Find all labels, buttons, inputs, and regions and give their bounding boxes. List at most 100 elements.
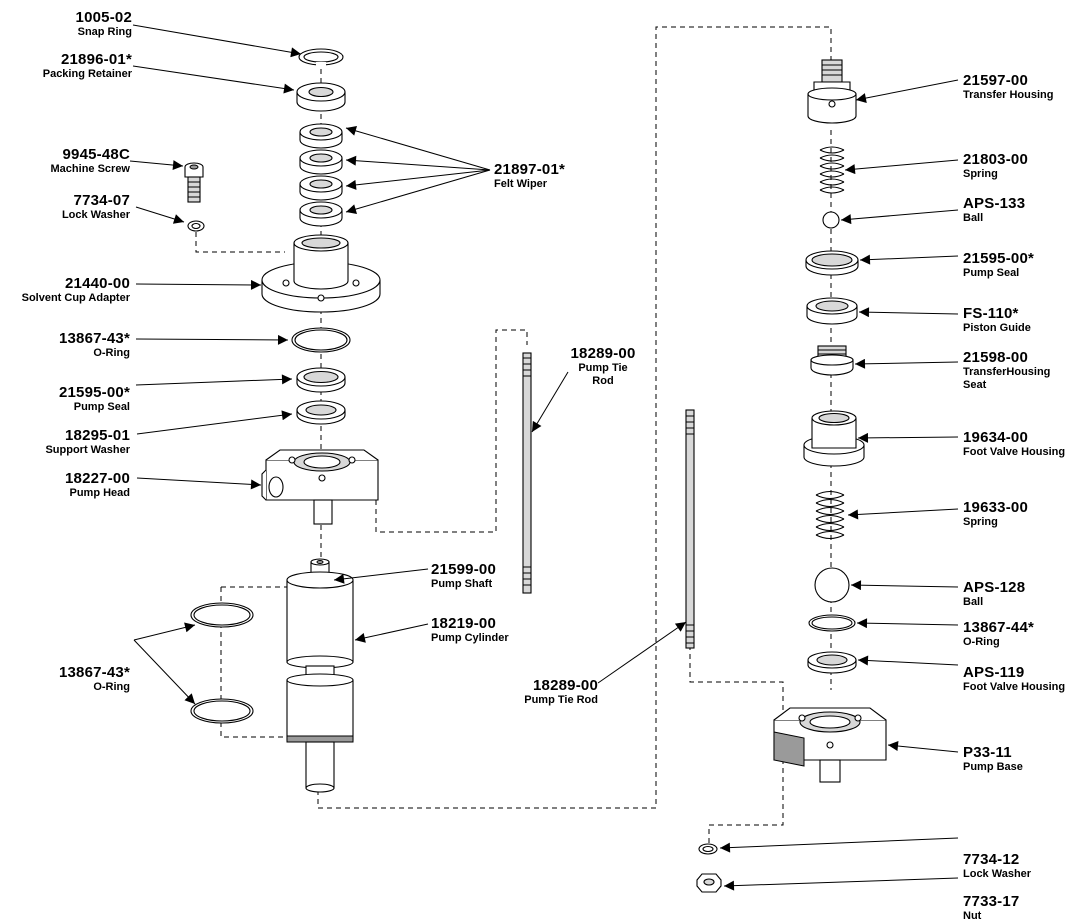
lock-washer-left-part <box>187 220 205 232</box>
label-ball-large: APS-128 Ball <box>963 580 1025 608</box>
part-number: 18219-00 <box>431 615 496 632</box>
part-number: 18289-00 <box>533 677 598 694</box>
part-number: 7734-12 <box>963 851 1020 868</box>
lock-washer-right-part <box>698 843 718 855</box>
part-number: APS-133 <box>963 195 1026 212</box>
label-solvent-cup-adapter: 21440-00 Solvent Cup Adapter <box>22 276 130 304</box>
part-name: Support Washer <box>45 444 130 456</box>
part-number: 21897-01* <box>494 161 566 178</box>
part-name: Pump Base <box>963 761 1023 773</box>
spring-lower-part <box>815 491 845 539</box>
part-name: Felt Wiper <box>494 178 548 190</box>
part-name: Nut <box>963 910 982 922</box>
part-number: 21896-01* <box>60 51 132 68</box>
part-number: 21595-00* <box>963 250 1035 267</box>
part-number: 18227-00 <box>65 470 130 487</box>
piston-guide-part <box>806 297 858 325</box>
pump-base-part <box>773 707 887 783</box>
packing-retainer-part <box>296 82 346 112</box>
pump-seal-left-part <box>296 367 346 393</box>
pump-cylinder-part <box>286 558 354 793</box>
spring-upper-part <box>819 146 845 194</box>
part-number: 21597-00 <box>963 72 1028 89</box>
part-number: 18295-01 <box>65 427 130 444</box>
label-lock-washer-left: 7734-07 Lock Washer <box>62 193 130 221</box>
part-name: Machine Screw <box>50 163 130 175</box>
label-transfer-housing: 21597-00 Transfer Housing <box>963 73 1053 101</box>
part-name: Foot Valve Housing <box>963 681 1066 693</box>
part-name: Ball <box>963 596 984 608</box>
foot-valve-housing-1-part <box>803 410 865 467</box>
part-number: 1005-02 <box>75 9 132 26</box>
tie-rod-upper-part <box>522 352 532 594</box>
solvent-cup-adapter-part <box>261 234 381 313</box>
leader-lines <box>129 24 959 891</box>
part-name: Spring <box>963 516 998 528</box>
part-number: 13867-43* <box>58 330 130 347</box>
part-number: APS-119 <box>963 664 1025 681</box>
part-name: Packing Retainer <box>42 68 132 80</box>
o-ring-lower-parts <box>190 602 254 724</box>
label-pump-seal-left: 21595-00* Pump Seal <box>59 385 130 413</box>
label-machine-screw: 9945-48C Machine Screw <box>51 147 130 175</box>
part-number: 7734-07 <box>73 192 130 209</box>
part-name: Pump Seal <box>963 267 1020 279</box>
felt-wiper-parts <box>299 123 343 227</box>
label-support-washer: 18295-01 Support Washer <box>45 428 130 456</box>
label-pump-tie-rod-lower: 18289-00 Pump Tie Rod <box>524 678 598 706</box>
label-o-ring-lower: 13867-43* O-Ring <box>59 665 130 693</box>
part-name: Pump Tie <box>578 362 628 374</box>
pump-head-part <box>261 449 379 525</box>
part-name: TransferHousing <box>963 366 1051 378</box>
label-nut: 7733-17 Nut <box>963 894 1019 922</box>
nut-part <box>696 873 722 893</box>
label-pump-head: 18227-00 Pump Head <box>65 471 130 499</box>
snap-ring-part <box>298 48 344 66</box>
part-name: Spring <box>963 168 998 180</box>
label-snap-ring: 1005-02 Snap Ring <box>76 10 132 38</box>
part-number: 21599-00 <box>431 561 496 578</box>
transfer-housing-part <box>807 59 857 124</box>
label-o-ring-upper: 13867-43* O-Ring <box>59 331 130 359</box>
part-number: 13867-43* <box>58 664 130 681</box>
part-name: Snap Ring <box>77 26 132 38</box>
part-name: O-Ring <box>93 681 130 693</box>
ball-large-part <box>814 567 850 603</box>
part-name-line2: Seat <box>963 379 987 391</box>
part-name: Piston Guide <box>963 322 1031 334</box>
o-ring-upper-part <box>291 327 351 353</box>
part-name: Pump Tie Rod <box>524 694 598 706</box>
foot-valve-housing-2-part <box>807 651 857 674</box>
label-spring-lower: 19633-00 Spring <box>963 500 1028 528</box>
part-number: 21595-00* <box>58 384 130 401</box>
part-name: Ball <box>963 212 984 224</box>
label-ball-small: APS-133 Ball <box>963 196 1025 224</box>
label-foot-valve-housing-2: APS-119 Foot Valve Housing <box>963 665 1065 693</box>
part-number: 21440-00 <box>65 275 130 292</box>
label-foot-valve-housing-1: 19634-00 Foot Valve Housing <box>963 430 1065 458</box>
label-transfer-housing-seat: 21598-00 TransferHousing Seat <box>963 350 1050 391</box>
part-number: APS-128 <box>963 579 1026 596</box>
part-name: Pump Shaft <box>431 578 493 590</box>
label-pump-tie-rod-upper: 18289-00 Pump Tie Rod <box>566 346 640 387</box>
label-pump-cylinder: 18219-00 Pump Cylinder <box>431 616 509 644</box>
part-number: FS-110* <box>963 305 1019 322</box>
o-ring-right-part <box>808 614 856 632</box>
part-number: P33-11 <box>963 744 1012 761</box>
part-name: Pump Seal <box>73 401 130 413</box>
support-washer-part <box>296 400 346 425</box>
ball-small-part <box>822 211 840 229</box>
part-number: 21598-00 <box>963 349 1028 366</box>
part-name: O-Ring <box>93 347 130 359</box>
label-packing-retainer: 21896-01* Packing Retainer <box>43 52 132 80</box>
part-name: Foot Valve Housing <box>963 446 1066 458</box>
part-name: Solvent Cup Adapter <box>21 292 130 304</box>
part-number: 19633-00 <box>963 499 1028 516</box>
part-number: 19634-00 <box>963 429 1028 446</box>
label-felt-wiper: 21897-01* Felt Wiper <box>494 162 565 190</box>
part-number: 7733-17 <box>963 893 1020 910</box>
part-name: Transfer Housing <box>963 89 1054 101</box>
part-name: O-Ring <box>963 636 1000 648</box>
transfer-housing-seat-part <box>810 345 854 376</box>
